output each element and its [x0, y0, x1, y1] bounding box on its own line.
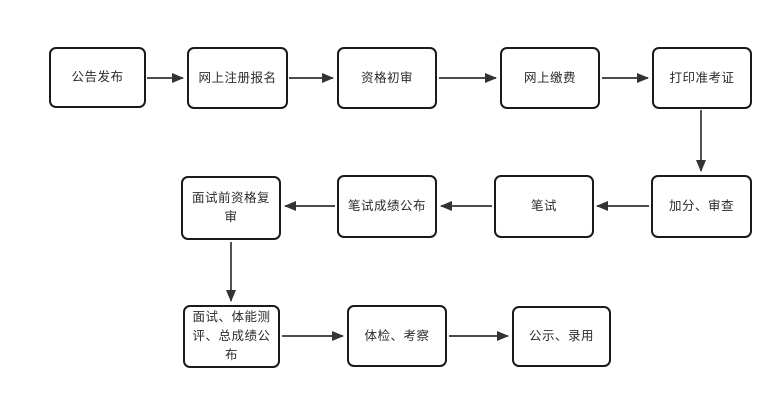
node-online-payment: 网上缴费: [500, 47, 600, 109]
node-print-admission-ticket: 打印准考证: [652, 47, 752, 109]
node-pre-interview-qualification-recheck: 面试前资格复审: [181, 176, 281, 240]
node-announcement-release: 公告发布: [49, 47, 146, 108]
node-written-exam-results: 笔试成绩公布: [337, 175, 437, 238]
node-written-exam: 笔试: [494, 175, 594, 238]
node-publicity-employment: 公示、录用: [512, 306, 611, 367]
node-medical-check-inspection: 体检、考察: [347, 305, 447, 367]
node-initial-qualification-review: 资格初审: [337, 47, 437, 109]
node-interview-fitness-final-results: 面试、体能测评、总成绩公布: [183, 305, 280, 368]
node-online-registration: 网上注册报名: [187, 47, 288, 109]
node-bonus-points-review: 加分、审查: [651, 175, 752, 238]
